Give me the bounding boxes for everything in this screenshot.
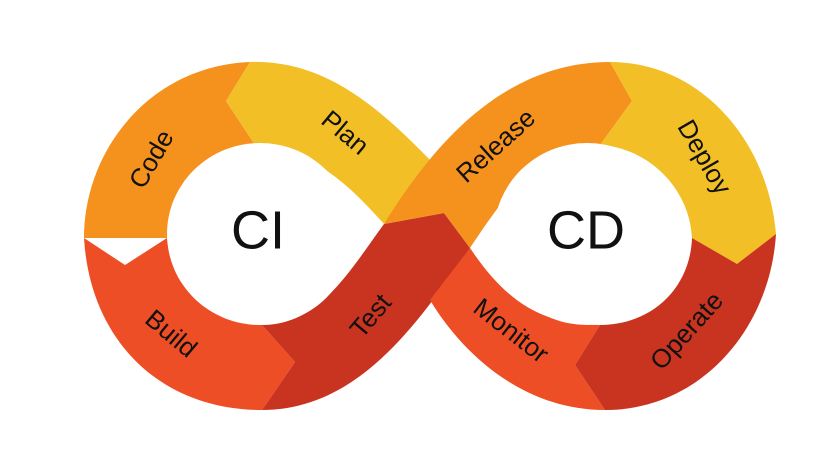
ci-label: CI	[231, 200, 285, 260]
segment-deploy	[600, 62, 776, 264]
cd-label: CD	[547, 200, 625, 260]
segment-test	[262, 213, 470, 410]
cd-center	[494, 143, 680, 325]
segment-release	[384, 62, 632, 248]
ci-center	[167, 143, 353, 325]
segment-plan	[226, 61, 430, 225]
ci-loop	[84, 61, 470, 410]
segment-code	[84, 62, 255, 238]
segment-monitor	[430, 248, 605, 410]
segment-operate	[575, 234, 776, 410]
segment-build	[84, 238, 295, 410]
cd-loop	[384, 62, 776, 410]
